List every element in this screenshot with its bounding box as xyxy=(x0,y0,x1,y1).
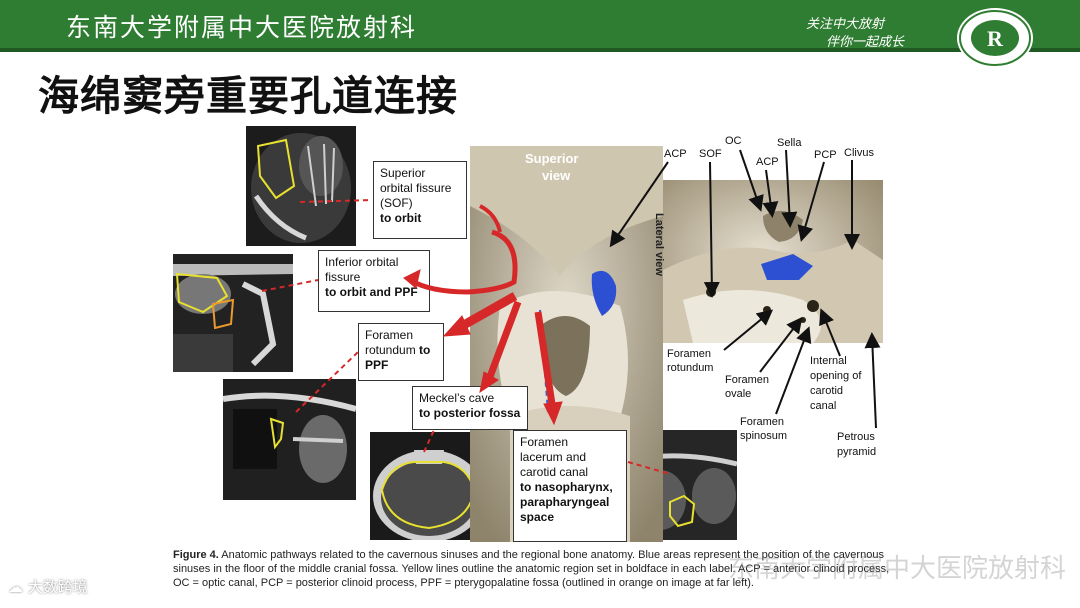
pointer-foramen-spinosum xyxy=(776,330,808,414)
pointer-superior-acp xyxy=(612,162,668,244)
red-arrow-iof xyxy=(410,232,515,292)
connector-iof xyxy=(262,280,318,291)
red-arrow-sof xyxy=(480,206,500,232)
red-arrow-meckel xyxy=(488,302,518,382)
pointer-internal-carotid xyxy=(822,312,840,356)
red-arrow-lacerum xyxy=(538,312,552,404)
watermark-left-text: 大数跨境 xyxy=(28,578,88,596)
watermark-logo-icon: ☁ xyxy=(8,578,28,596)
watermark-left: ☁ 大数跨境 xyxy=(8,576,88,597)
connector-rotundum xyxy=(296,352,358,412)
pointer-acp xyxy=(766,170,772,214)
connector-lacerum xyxy=(628,462,670,474)
pointer-oc xyxy=(740,150,760,208)
watermark-right: 东南大学附属中大医院放射科 xyxy=(728,548,1066,585)
pointer-pcp xyxy=(802,162,824,238)
connector-sof xyxy=(300,200,372,202)
red-arrowhead-meckel xyxy=(480,372,498,392)
pointer-sof xyxy=(710,162,712,294)
pointer-petrous xyxy=(872,336,876,428)
connector-meckel xyxy=(424,430,434,452)
figure-number: Figure 4. xyxy=(173,549,219,561)
pointer-foramen-rotundum xyxy=(724,312,770,350)
red-arrowhead-lacerum xyxy=(544,402,562,424)
pointer-sella xyxy=(786,150,790,224)
